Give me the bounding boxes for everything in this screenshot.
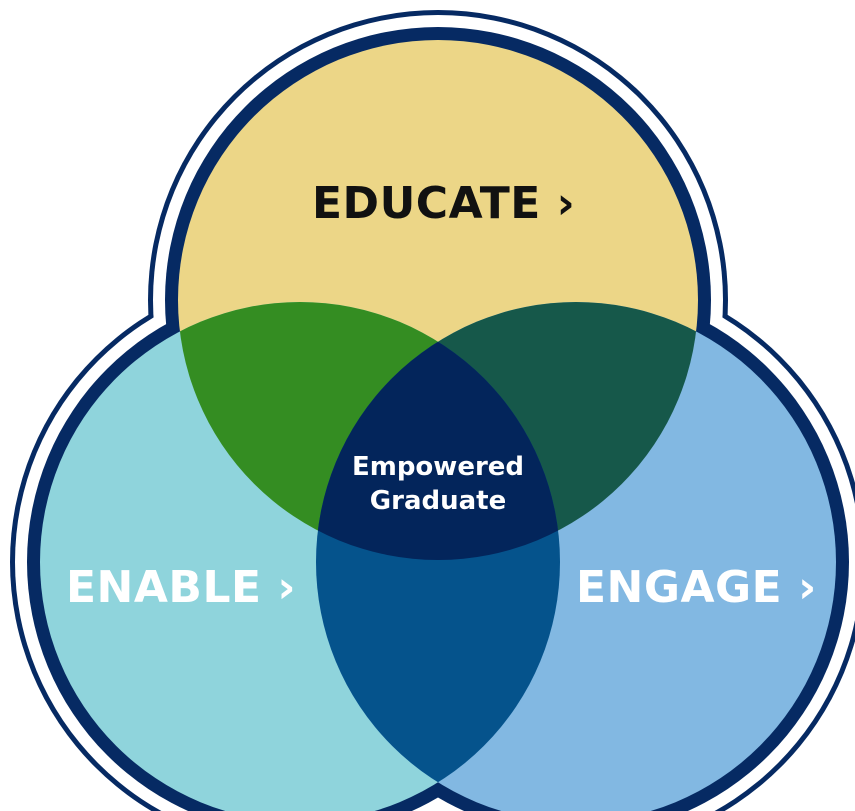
enable-text: ENABLE (66, 562, 262, 613)
center-label-line1: Empowered (351, 452, 525, 482)
overlap-center[interactable] (316, 302, 836, 811)
educate-text: EDUCATE (312, 178, 541, 229)
enable-label[interactable]: ENABLE › (66, 562, 296, 613)
chevron-right-icon: › (556, 178, 576, 229)
engage-label[interactable]: ENGAGE › (576, 562, 817, 613)
chevron-right-icon: › (277, 562, 297, 613)
center-label-line2: Graduate (369, 486, 507, 516)
educate-label[interactable]: EDUCATE › (312, 178, 575, 229)
chevron-right-icon: › (798, 562, 817, 613)
center-label: Empowered Graduate (338, 450, 538, 518)
engage-text: ENGAGE (576, 562, 783, 613)
